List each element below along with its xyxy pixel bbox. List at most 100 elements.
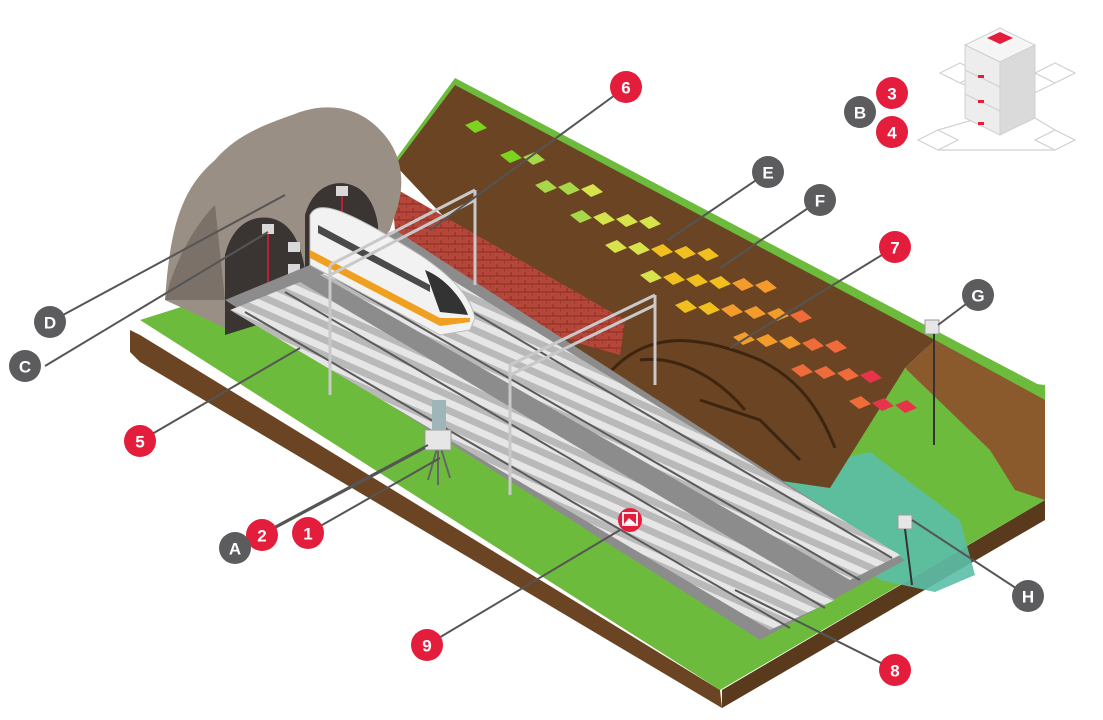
embankment xyxy=(392,78,1045,500)
marker-a: A xyxy=(219,532,251,564)
soil-sensor-patch xyxy=(651,244,673,257)
track-left xyxy=(230,282,835,630)
marker-label: 8 xyxy=(890,662,899,681)
brick-wall xyxy=(392,190,625,355)
marker-circle xyxy=(1012,580,1044,612)
marker-h: H xyxy=(1012,580,1044,612)
soil-sensor-patch xyxy=(849,396,871,409)
train-windows xyxy=(318,225,430,292)
total-station xyxy=(424,400,452,485)
marker-label: G xyxy=(971,287,984,306)
soil-sensor-patch xyxy=(709,276,731,289)
soil-sensor-patch xyxy=(570,210,592,223)
soil-sensor-patch xyxy=(500,150,522,163)
soil-sensor-patch xyxy=(640,270,662,283)
water-pond xyxy=(760,452,975,592)
marker-label: A xyxy=(229,540,241,559)
marker-circle xyxy=(879,654,911,686)
marker-8: 8 xyxy=(879,654,911,686)
soil-sensor-patch xyxy=(791,364,813,377)
soil-sensor-patch xyxy=(779,336,801,349)
soil-sensor-patch xyxy=(593,212,615,225)
tunnel-sensor xyxy=(336,186,348,196)
marker-3: 3 xyxy=(876,77,908,109)
soil-sensor-patch xyxy=(535,180,557,193)
soil-sensor-patch xyxy=(756,334,778,347)
marker-label: F xyxy=(815,192,825,211)
tunnel-rock-shade xyxy=(165,205,225,300)
train-stripe xyxy=(310,250,470,326)
marker-label: 6 xyxy=(621,79,630,98)
soil-sensor-patch xyxy=(755,280,777,293)
marker-circle xyxy=(34,306,66,338)
tunnel-sensor xyxy=(288,242,300,252)
marker-7: 7 xyxy=(879,231,911,263)
marker-circle xyxy=(9,350,41,382)
soil-sensor-patch xyxy=(605,240,627,253)
soil-left xyxy=(130,330,722,708)
marker-circle xyxy=(610,71,642,103)
soil-sensor-patch xyxy=(837,368,859,381)
marker-circle xyxy=(411,629,443,661)
soil-sensor-patch xyxy=(860,370,882,383)
marker-4: 4 xyxy=(876,116,908,148)
soil-sensor-patch xyxy=(674,246,696,259)
marker-1: 1 xyxy=(292,517,324,549)
soil-sensor-patch xyxy=(523,152,545,165)
markers: 6 7 3 4 5 2 1 9 8 A B C D E F G H xyxy=(9,71,1044,686)
marker-d: D xyxy=(34,306,66,338)
marker-2: 2 xyxy=(246,519,278,551)
server-stack-icon xyxy=(916,27,1077,151)
soil-sensor-patch xyxy=(698,302,720,315)
marker-5: 5 xyxy=(124,425,156,457)
soil-sensor-patch xyxy=(628,242,650,255)
soil-sensor-patch xyxy=(814,366,836,379)
marker-6: 6 xyxy=(610,71,642,103)
leader-lines xyxy=(44,86,1029,671)
train xyxy=(309,207,476,336)
marker-circle xyxy=(879,231,911,263)
soil-sensor-patch xyxy=(675,300,697,313)
soil-sensor-patch xyxy=(744,306,766,319)
soil-sensor-patch xyxy=(663,272,685,285)
marker-g: G xyxy=(962,279,994,311)
slope-sensor-grid xyxy=(465,120,917,413)
marker-circle xyxy=(292,517,324,549)
marker-circle xyxy=(124,425,156,457)
marker-circle xyxy=(876,116,908,148)
marker-b: B xyxy=(844,96,876,128)
soil-sensor-patch xyxy=(686,274,708,287)
tunnel-sensor xyxy=(262,224,274,234)
piezometer-h xyxy=(897,514,913,586)
soil-sensor-patch xyxy=(616,214,638,227)
soil-sensor-patch xyxy=(465,120,487,133)
soil-sensor-patch xyxy=(825,340,847,353)
soil-sensor-patch xyxy=(802,338,824,351)
marker-label: B xyxy=(854,104,866,123)
marker-f: F xyxy=(804,184,836,216)
marker-circle xyxy=(962,279,994,311)
soil-sensor-patch xyxy=(697,248,719,261)
marker-9: 9 xyxy=(411,629,443,661)
marker-label: E xyxy=(762,164,773,183)
marker-label: 9 xyxy=(422,637,431,656)
marker-circle xyxy=(844,96,876,128)
track-bed xyxy=(225,230,905,640)
landslide-crack xyxy=(610,339,837,462)
marker-circle xyxy=(752,156,784,188)
marker-label: 1 xyxy=(303,525,312,544)
soil-sensor-patch xyxy=(732,278,754,291)
marker-label: D xyxy=(44,314,56,333)
train-nose xyxy=(425,270,468,315)
tunnel-sensor xyxy=(288,264,300,274)
marker-label: 5 xyxy=(135,433,144,452)
marker-label: 4 xyxy=(887,124,897,143)
marker-c: C xyxy=(9,350,41,382)
soil-sensor-patch xyxy=(767,308,789,321)
catenary-gantries xyxy=(328,188,657,495)
marker-label: 3 xyxy=(887,85,896,104)
marker-label: C xyxy=(19,358,31,377)
image-icon xyxy=(618,508,642,532)
marker-circle xyxy=(219,532,251,564)
